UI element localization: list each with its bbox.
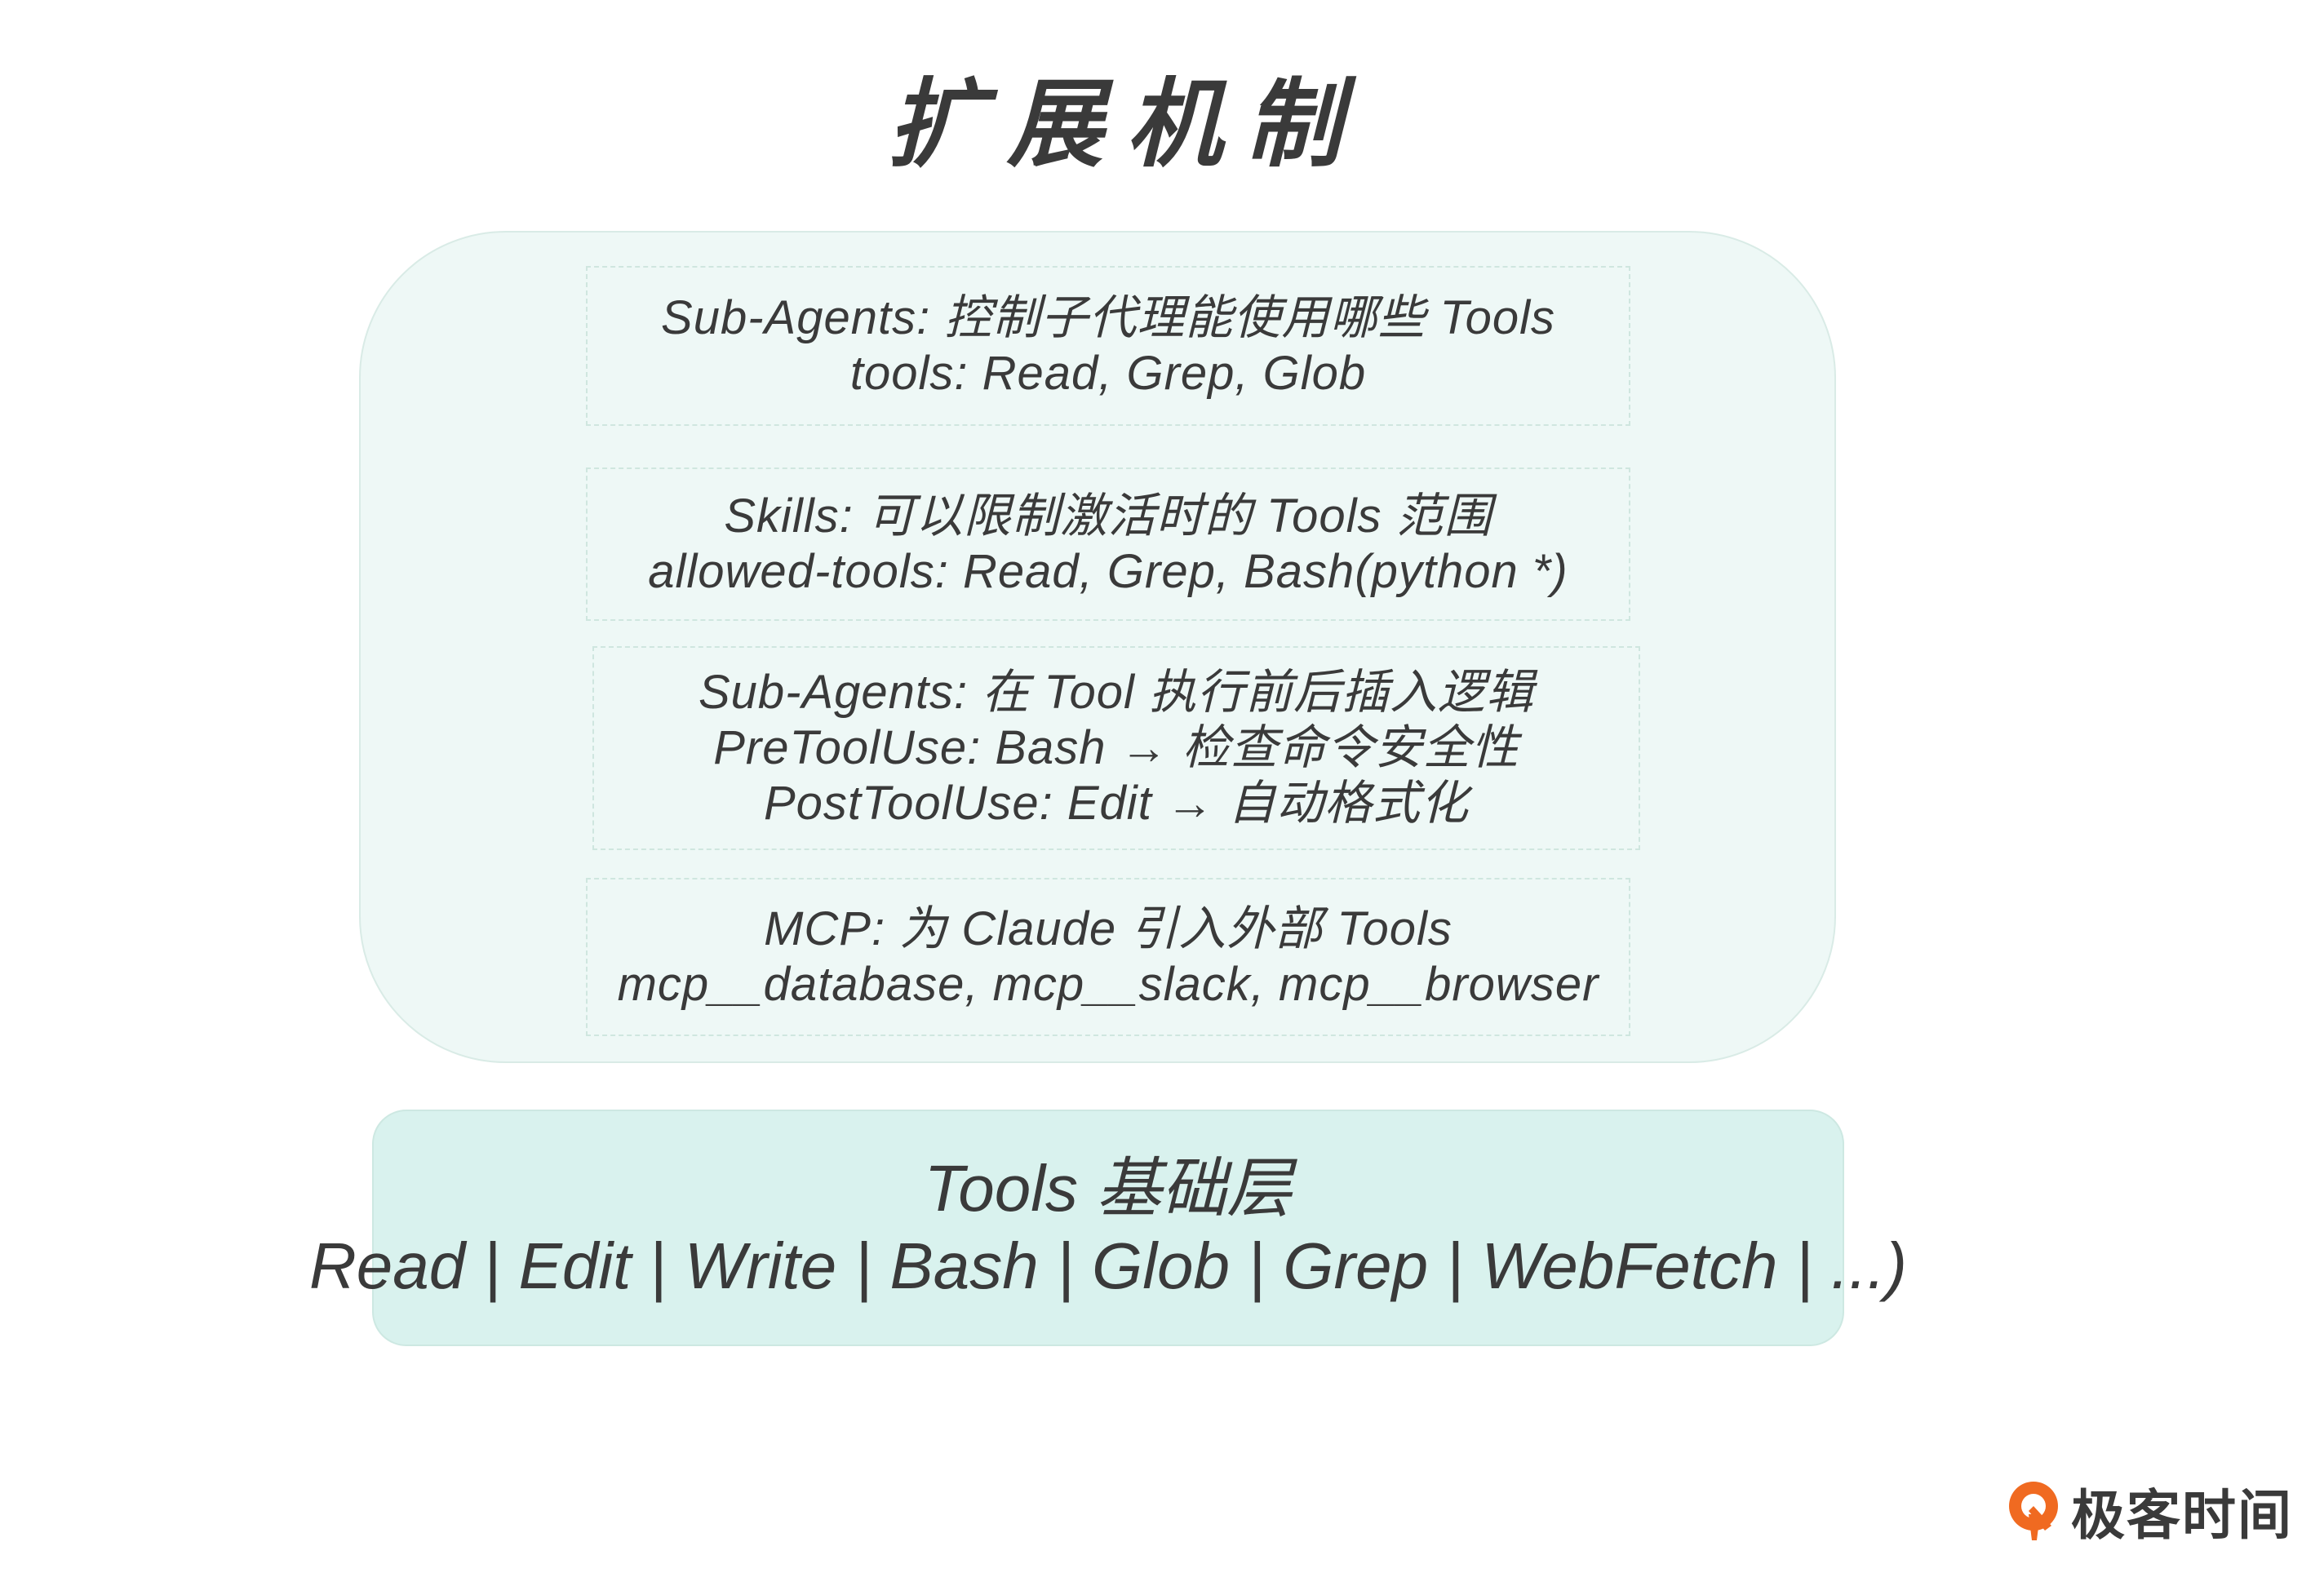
card-heading: Skills: 可以限制激活时的 Tools 范围 bbox=[724, 490, 1492, 543]
card-detail-pre: PreToolUse: Bash → 检查命令安全性 bbox=[713, 721, 1519, 774]
base-layer-tools-list: Read | Edit | Write | Bash | Glob | Grep… bbox=[309, 1229, 1908, 1302]
diagram-title: 扩展机制 bbox=[887, 71, 1364, 179]
card-detail-post: PostToolUse: Edit → 自动格式化 bbox=[763, 777, 1470, 830]
card-heading: MCP: 为 Claude 引入外部 Tools bbox=[764, 902, 1452, 955]
tools-base-layer-panel: Tools 基础层 Read | Edit | Write | Bash | G… bbox=[309, 1110, 1907, 1346]
brand-logo: 极客时间 bbox=[2004, 1478, 2293, 1545]
card-detail: allowed-tools: Read, Grep, Bash(python *… bbox=[648, 545, 1568, 598]
extension-card-hooks: Sub-Agents: 在 Tool 执行前后插入逻辑 PreToolUse: … bbox=[592, 646, 1640, 850]
extension-card-skills: Skills: 可以限制激活时的 Tools 范围 allowed-tools:… bbox=[586, 467, 1630, 621]
extension-card-sub-agents-tools: Sub-Agents: 控制子代理能使用哪些 Tools tools: Read… bbox=[586, 266, 1630, 426]
geektime-logo-icon bbox=[2009, 1482, 2058, 1540]
base-layer-title: Tools 基础层 bbox=[924, 1152, 1293, 1225]
logo-text: 极客时间 bbox=[2071, 1485, 2293, 1545]
card-heading: Sub-Agents: 控制子代理能使用哪些 Tools bbox=[661, 291, 1555, 344]
card-detail: tools: Read, Grep, Glob bbox=[849, 347, 1367, 400]
extension-card-mcp: MCP: 为 Claude 引入外部 Tools mcp__database, … bbox=[586, 878, 1630, 1036]
card-heading: Sub-Agents: 在 Tool 执行前后插入逻辑 bbox=[698, 666, 1535, 719]
card-detail: mcp__database, mcp__slack, mcp__browser bbox=[617, 958, 1599, 1011]
